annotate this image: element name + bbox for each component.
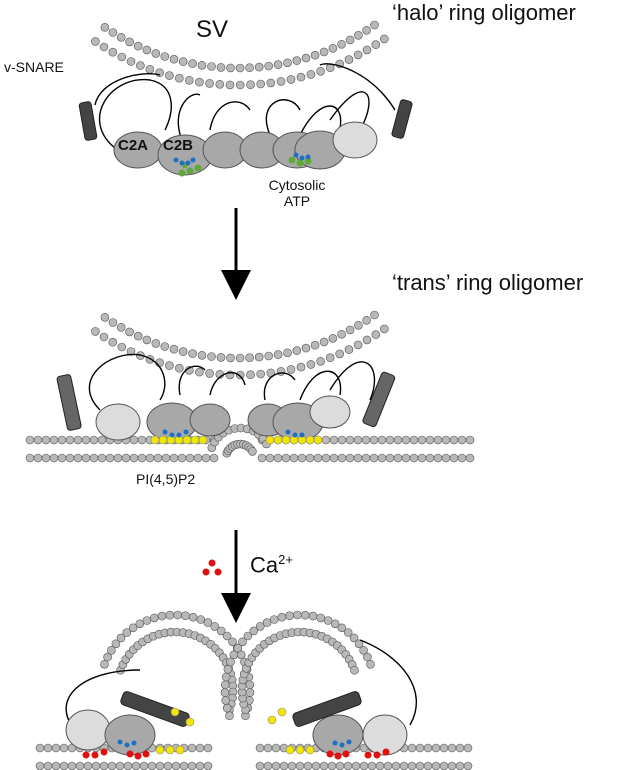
sv-label: SV bbox=[196, 16, 229, 43]
snare-complex-right-3 bbox=[292, 691, 362, 727]
halo-ring-title: ‘halo’ ring oligomer bbox=[392, 0, 576, 25]
calcium-charge: 2+ bbox=[278, 552, 293, 567]
basic-residues-3 bbox=[117, 739, 352, 748]
calcium-ions bbox=[202, 559, 222, 576]
c2b-label: C2B bbox=[163, 137, 194, 154]
cytosolic-atp-label: Cytosolic ATP bbox=[262, 178, 332, 208]
v-snare-right-1 bbox=[391, 99, 413, 139]
halo-ring-domains bbox=[113, 121, 378, 176]
t-snare-left-2 bbox=[56, 374, 82, 431]
plasma-membrane-2 bbox=[25, 423, 475, 463]
trans-ring-domains bbox=[95, 395, 351, 442]
pip2-label: PI(4,5)P2 bbox=[136, 471, 196, 487]
t-snare-right-2 bbox=[362, 371, 396, 428]
fusion-domains bbox=[65, 709, 408, 756]
pip2-lipids-3 bbox=[155, 707, 315, 755]
basic-residues-2 bbox=[162, 429, 305, 438]
atp-molecules bbox=[178, 156, 312, 177]
v-snare-left-1 bbox=[78, 101, 98, 141]
linkers-1 bbox=[94, 63, 396, 149]
c2a-label: C2A bbox=[118, 137, 149, 154]
trans-ring-title: ‘trans’ ring oligomer bbox=[392, 270, 584, 295]
cytosolic-label-line1: Cytosolic bbox=[268, 177, 326, 193]
basic-residues-1 bbox=[173, 152, 311, 166]
vesicle-membrane-1 bbox=[91, 20, 389, 90]
cytosolic-label-line2: ATP bbox=[283, 193, 311, 209]
linkers-2 bbox=[88, 353, 376, 411]
calcium-label: Ca2+ bbox=[250, 553, 293, 576]
calcium-symbol: Ca bbox=[250, 552, 279, 578]
vesicle-membrane-2 bbox=[91, 310, 389, 380]
calcium-bound-residues bbox=[82, 748, 390, 760]
v-snare-label: v-SNARE bbox=[4, 59, 64, 75]
